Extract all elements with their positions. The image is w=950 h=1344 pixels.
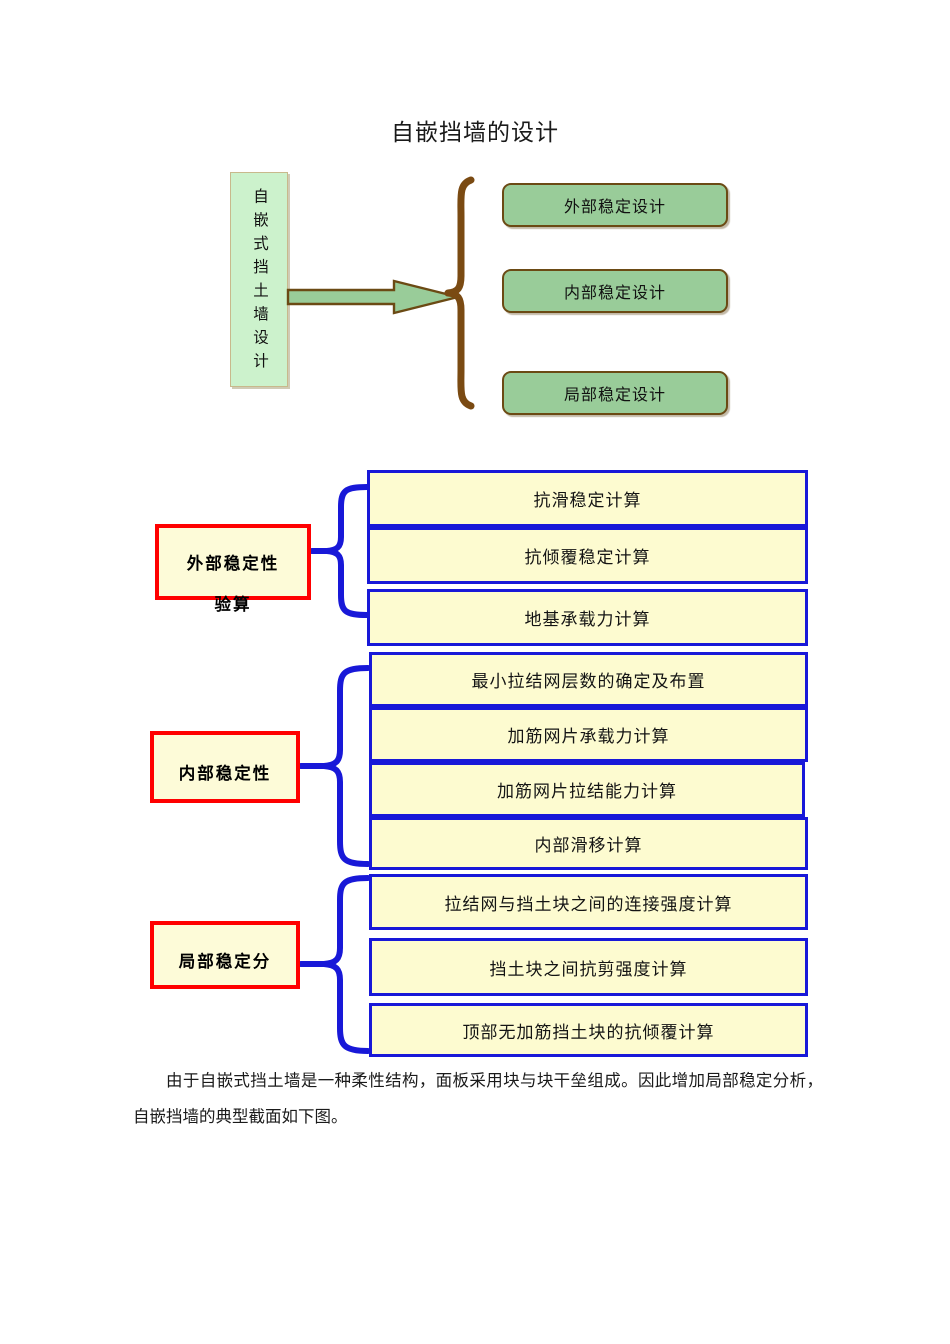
item-label: 加筋网片拉结能力计算 bbox=[497, 782, 677, 802]
blue-brace-icon-group2 bbox=[300, 665, 371, 867]
page-title: 自嵌挡墙的设计 bbox=[391, 120, 559, 146]
category-box-local-stability[interactable]: 局部稳定分 bbox=[150, 921, 300, 989]
branch-pill-internal[interactable]: 内部稳定设计 bbox=[502, 269, 728, 313]
item-label: 最小拉结网层数的确定及布置 bbox=[471, 672, 706, 692]
item-label: 拉结网与挡土块之间的连接强度计算 bbox=[444, 894, 733, 915]
source-node-box: 自嵌式挡土墙设计 bbox=[230, 172, 288, 387]
blue-brace-icon-group1 bbox=[311, 484, 370, 618]
item-box[interactable]: 最小拉结网层数的确定及布置 bbox=[369, 652, 808, 707]
body-paragraph: 由于自嵌式挡土墙是一种柔性结构，面板采用块与块干垒组成。因此增加局部稳定分析，自… bbox=[133, 1071, 823, 1126]
branch-pill-external[interactable]: 外部稳定设计 bbox=[502, 183, 728, 227]
flow-arrow-icon bbox=[286, 279, 459, 315]
item-box[interactable]: 抗倾覆稳定计算 bbox=[367, 527, 808, 584]
category-label-line1: 外部稳定性 bbox=[186, 554, 280, 573]
item-box[interactable]: 地基承载力计算 bbox=[367, 589, 808, 646]
category-label-line1: 内部稳定性 bbox=[178, 764, 272, 783]
brown-brace-icon bbox=[444, 176, 475, 410]
source-node-label: 自嵌式挡土墙设计 bbox=[251, 187, 269, 376]
category-box-internal-stability[interactable]: 内部稳定性 bbox=[150, 731, 300, 803]
item-label: 抗滑稳定计算 bbox=[533, 491, 642, 511]
item-box[interactable]: 挡土块之间抗剪强度计算 bbox=[369, 938, 808, 996]
branch-pill-label: 外部稳定设计 bbox=[563, 197, 666, 216]
item-box[interactable]: 加筋网片承载力计算 bbox=[369, 707, 808, 762]
blue-brace-icon-group3 bbox=[300, 875, 371, 1054]
category-box-external-stability[interactable]: 外部稳定性 验算 bbox=[155, 524, 311, 614]
item-box[interactable]: 内部滑移计算 bbox=[369, 817, 808, 870]
item-label: 地基承载力计算 bbox=[524, 610, 651, 630]
item-box[interactable]: 加筋网片拉结能力计算 bbox=[369, 762, 805, 817]
item-box[interactable]: 顶部无加筋挡土块的抗倾覆计算 bbox=[369, 1003, 808, 1057]
item-label: 内部滑移计算 bbox=[534, 836, 643, 856]
item-label: 抗倾覆稳定计算 bbox=[524, 548, 651, 568]
branch-pill-label: 内部稳定设计 bbox=[563, 283, 666, 302]
category-label-line1: 局部稳定分 bbox=[178, 952, 272, 971]
branch-pill-label: 局部稳定设计 bbox=[563, 385, 666, 404]
category-label-line2: 验算 bbox=[214, 595, 252, 614]
item-box[interactable]: 拉结网与挡土块之间的连接强度计算 bbox=[369, 874, 808, 930]
top-diagram: 自嵌式挡土墙设计 外部稳定设计 内部稳定设计 局部稳定设计 bbox=[0, 0, 950, 450]
item-box[interactable]: 抗滑稳定计算 bbox=[367, 470, 808, 527]
item-label: 加筋网片承载力计算 bbox=[507, 727, 670, 747]
branch-pill-local[interactable]: 局部稳定设计 bbox=[502, 371, 728, 415]
item-label: 顶部无加筋挡土块的抗倾覆计算 bbox=[462, 1022, 715, 1043]
item-label: 挡土块之间抗剪强度计算 bbox=[489, 959, 688, 980]
